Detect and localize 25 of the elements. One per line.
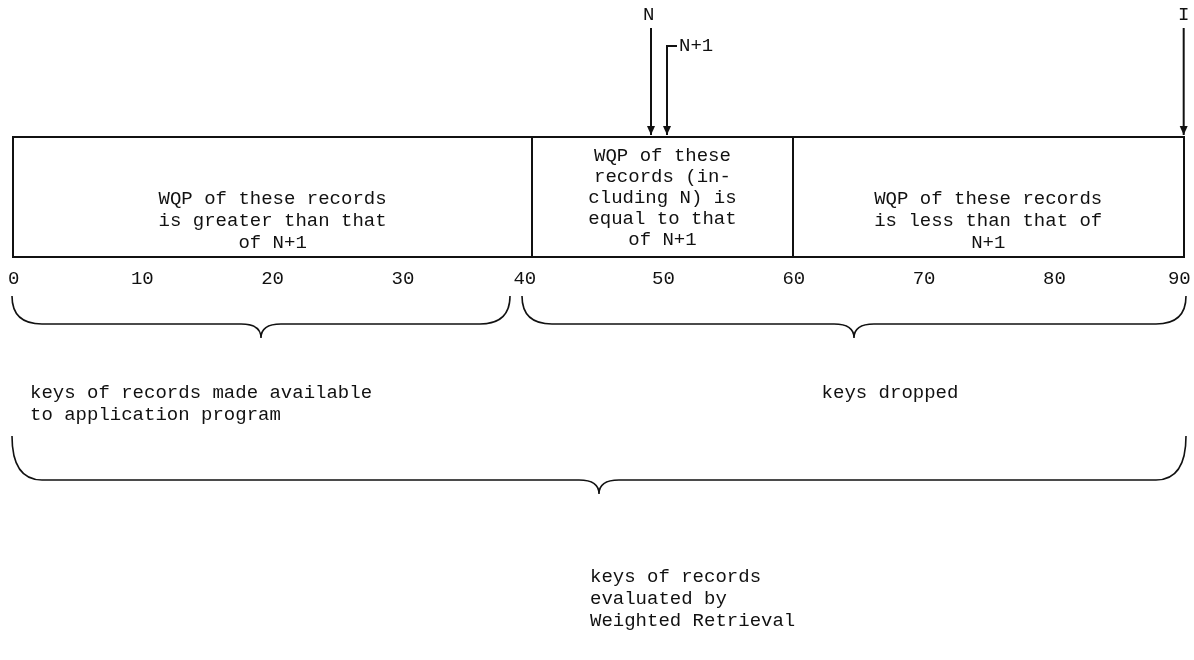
axis-tick-label: 30: [391, 268, 415, 290]
axis-tick-label: 40: [513, 268, 537, 290]
range-description: WQP of these records is less than that of N+1: [873, 188, 1104, 254]
brace-caption: keys of records made available to application program: [30, 382, 374, 426]
record-range-box: [533, 136, 794, 258]
pointer-arrow: [647, 27, 655, 136]
brace-caption: keys of records evaluated by Weighted Retrieval: [590, 566, 797, 632]
axis-tick-label: 70: [912, 268, 936, 290]
record-range-box: [12, 136, 534, 258]
axis-tick-label: 20: [261, 268, 284, 290]
axis-tick-label: 0: [8, 268, 20, 290]
axis-tick-label: 80: [1043, 268, 1066, 290]
axis-tick-label: 50: [652, 268, 675, 290]
pointer-label: N: [643, 4, 655, 26]
range-description: WQP of these records (in- cluding N) is equal to that of N+1: [587, 146, 738, 251]
range-description: WQP of these records is greater than that of N+1: [157, 188, 388, 254]
pointer-label: N+1: [679, 35, 714, 57]
pointer-arrow: [1179, 27, 1188, 136]
axis-tick-label: 90: [1167, 268, 1191, 290]
pointer-label: I: [1178, 4, 1190, 26]
record-range-box: [793, 136, 1185, 258]
axis-tick-label: 10: [130, 268, 154, 290]
pointer-arrow: [663, 45, 678, 136]
axis-tick-label: 60: [782, 268, 806, 290]
brace-caption: keys dropped: [820, 382, 960, 404]
